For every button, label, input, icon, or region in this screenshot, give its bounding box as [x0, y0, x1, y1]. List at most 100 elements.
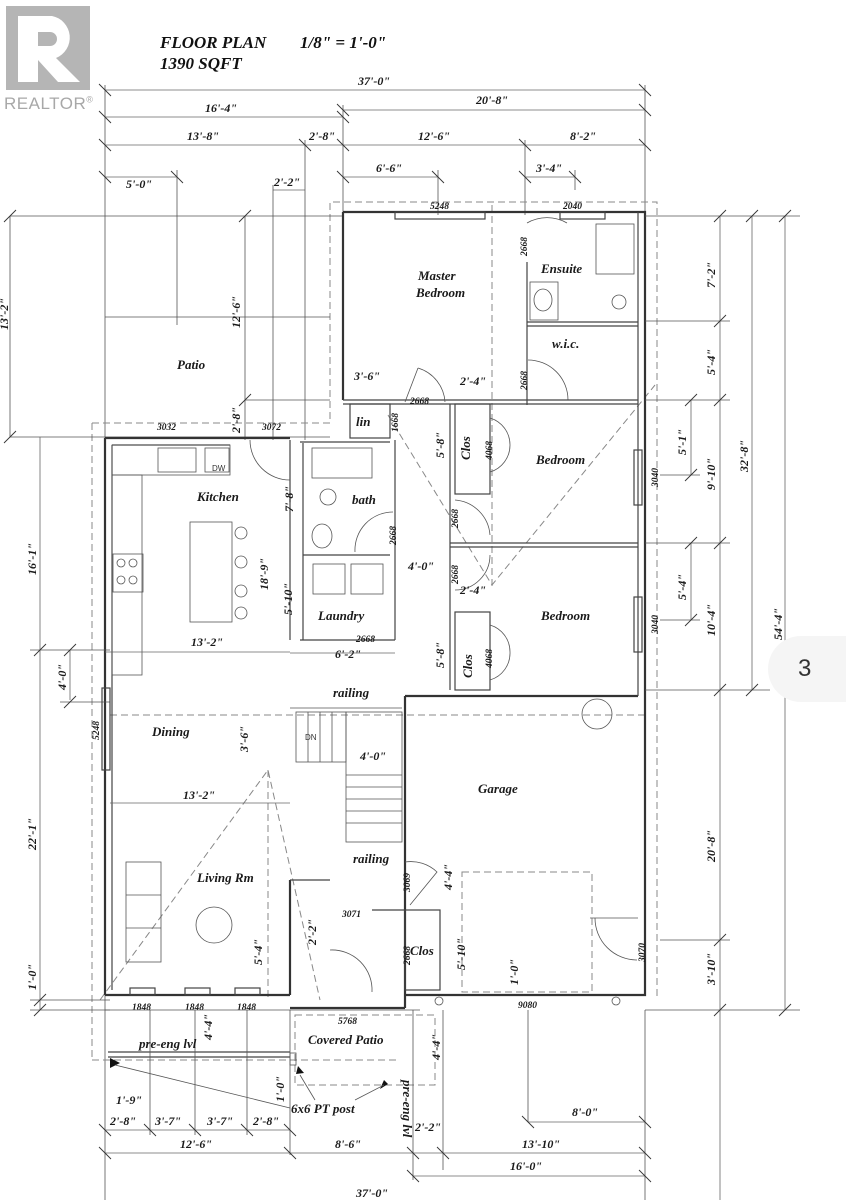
dim-top-13-8: 13'-8": [187, 129, 219, 143]
door-code-garage-side: 3069: [403, 873, 413, 893]
door-code-patio: 3072: [261, 423, 281, 433]
stairs: [290, 707, 403, 843]
dim-bottom-13-10: 13'-10": [522, 1137, 560, 1151]
bottom-dimension-lines: [98, 1115, 652, 1183]
dim-garage-1-0: 1'-0": [507, 959, 521, 985]
dim-stairs-4-0: 4'-0": [359, 749, 386, 763]
master-suite-walls: [343, 211, 638, 405]
dim-dining-13-2: 13'-2": [183, 788, 215, 802]
room-label-living: Living Rm: [196, 870, 254, 885]
dim-master-3-6: 3'-6": [353, 369, 380, 383]
dim-living-5-4: 5'-4": [251, 939, 265, 965]
door-code-bath: 2668: [389, 526, 399, 546]
room-label-master-2: Bedroom: [415, 285, 465, 300]
dim-bottom-2-8a: 2'-8": [109, 1114, 136, 1128]
dashed-envelope: [91, 201, 658, 1061]
room-label-master-1: Master: [417, 268, 457, 283]
door-code-clos-2: 4068: [485, 649, 495, 669]
dim-right-5-4b: 5'-4": [675, 574, 689, 600]
door-code-laundry: 2668: [355, 635, 375, 645]
dim-right-5-4a: 5'-4": [704, 349, 718, 375]
dim-side-4-4: 4'-4": [429, 1034, 443, 1061]
dim-right-5-1: 5'-1": [675, 429, 689, 455]
dim-kitchen-13-2: 13'-2": [191, 635, 223, 649]
room-label-wic: w.i.c.: [552, 336, 579, 351]
dim-top-16-4: 16'-4": [205, 101, 237, 115]
dim-top-20-8: 20'-8": [475, 93, 508, 107]
window-code-front-b: 1848: [185, 1003, 204, 1013]
arrow-post-mid: [296, 1066, 304, 1074]
window-code-front-c: 1848: [237, 1003, 256, 1013]
dim-bottom-8-6: 8'-6": [335, 1137, 361, 1151]
dim-entry-2-2: 2'-2": [305, 919, 319, 946]
dim-laundry-5-10: 5'-10": [281, 583, 295, 615]
dim-bottom-16-0: 16'-0": [510, 1159, 542, 1173]
dishwasher-label: DW: [212, 464, 226, 473]
door-code-clos-1: 4068: [485, 441, 495, 461]
page-number-badge[interactable]: 3: [768, 636, 846, 702]
pre-eng-label-2: pre-eng lvl: [400, 1079, 415, 1138]
bedroom-wing-walls: [289, 212, 643, 696]
dim-garage-5-10: 5'-10": [454, 938, 468, 970]
room-label-clos-3: Clos: [410, 943, 434, 958]
room-label-lin: lin: [356, 414, 370, 429]
dim-left-16-1: 16'-1": [25, 543, 39, 575]
window-code-ensuite: 2040: [562, 202, 582, 212]
dim-clos1-5-8: 5'-8": [433, 432, 447, 458]
dim-top-3-4: 3'-4": [535, 161, 562, 175]
arrow-post-left: [110, 1058, 120, 1068]
dim-clos2-5-8: 5'-8": [433, 642, 447, 668]
left-dimension-lines: [30, 437, 110, 1017]
door-code-garage-rear: 3070: [638, 943, 648, 963]
door-code-clos-3: 2668: [403, 946, 413, 966]
dim-top-6-6: 6'-6": [376, 161, 402, 175]
dim-bottom-8-0: 8'-0": [572, 1105, 598, 1119]
arrow-post-right: [380, 1080, 388, 1089]
dim-bottom-3-7a: 3'-7": [154, 1114, 181, 1128]
realtor-wordmark: REALTOR®: [4, 94, 93, 114]
realtor-r-icon: [6, 6, 90, 90]
top-dimension-lines: [98, 83, 652, 1200]
dim-right-20-8: 20'-8": [704, 830, 718, 863]
dim-overall-width-top: 37'-0": [357, 74, 390, 88]
room-label-dining: Dining: [151, 724, 190, 739]
dim-right-7-2: 7'-2": [704, 262, 718, 288]
dim-bottom-3-7b: 3'-7": [206, 1114, 233, 1128]
dim-right-3-10: 3'-10": [704, 953, 718, 986]
dim-right-9-10: 9'-10": [704, 458, 718, 490]
dim-right-32-8: 32'-8": [737, 440, 751, 473]
window-code-master: 5248: [430, 202, 449, 212]
kitchen-fixtures: [111, 439, 394, 990]
dim-top-5-0: 5'-0": [126, 177, 152, 191]
dim-garage-4-4: 4'-4": [441, 864, 455, 891]
dim-top-8-2: 8'-2": [570, 129, 596, 143]
dim-laundry-6-2: 6'-2": [335, 647, 361, 661]
dim-patio-12-6: 12'-6": [229, 296, 243, 328]
room-label-clos-2: Clos: [460, 654, 475, 678]
dim-top-2-8: 2'-8": [308, 129, 335, 143]
room-label-bedroom-2: Bedroom: [540, 608, 590, 623]
dim-left-22-1: 22'-1": [25, 818, 39, 851]
pre-eng-label-1: pre-eng lvl: [138, 1036, 197, 1051]
plan-area: 1390 SQFT: [160, 54, 242, 73]
covered-patio: [105, 1009, 646, 1200]
door-code-entry: 3071: [341, 910, 361, 920]
post-note-label: 6x6 PT post: [291, 1101, 355, 1116]
door-code-master: 2668: [409, 397, 429, 407]
dim-right-10-4: 10'-4": [704, 604, 718, 636]
room-label-patio: Patio: [177, 357, 206, 372]
room-label-bath: bath: [352, 492, 376, 507]
door-code-bed2: 2668: [451, 565, 461, 585]
dim-overall-width-bottom: 37'-0": [355, 1186, 388, 1200]
right-dimension-lines: [645, 209, 800, 1200]
dining-window: [101, 687, 111, 771]
dim-left-4-0: 4'-0": [55, 664, 69, 691]
patio-outline: [3, 209, 343, 444]
door-code-wic: 2668: [520, 371, 530, 391]
window-code-kitchen: 3032: [156, 423, 176, 433]
realtor-text: REALTOR: [4, 94, 87, 113]
dim-kitchen-18-9: 18'-9": [257, 558, 271, 590]
room-label-laundry: Laundry: [317, 608, 364, 623]
railing-label-1: railing: [333, 685, 370, 700]
